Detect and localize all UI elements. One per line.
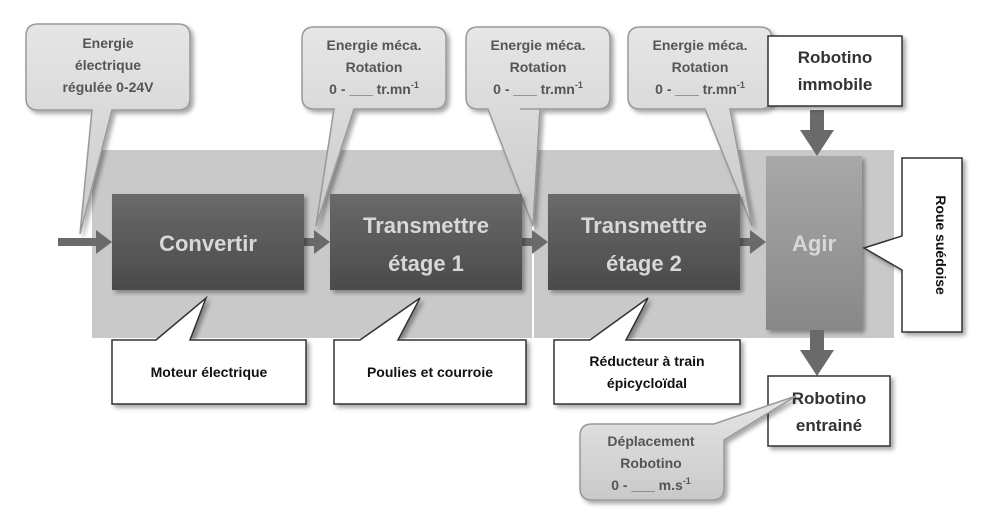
arrow-state-in xyxy=(800,110,834,156)
callout-after-stage1 xyxy=(465,26,611,227)
arrow-state-out xyxy=(800,330,834,376)
function-stage1-label-line1: Transmettre xyxy=(363,213,489,238)
function-convert-label: Convertir xyxy=(159,231,257,256)
callout-stage2-line1: Energie méca. xyxy=(653,37,748,53)
component-reducer-line2: épicycloïdal xyxy=(607,375,687,391)
callout-pulleys xyxy=(333,297,527,405)
function-box-convert xyxy=(112,194,304,290)
component-reducer-line1: Réducteur à train xyxy=(589,353,704,369)
state-immobile-line2: immobile xyxy=(798,75,873,94)
flow-arrow-stage2-act xyxy=(740,230,766,254)
callout-wheel xyxy=(862,157,963,333)
function-box-stage1 xyxy=(330,194,522,290)
function-box-act xyxy=(766,156,862,330)
callout-stage1-line1: Energie méca. xyxy=(491,37,586,53)
callout-output-line2: Robotino xyxy=(620,455,681,471)
component-motor-label: Moteur électrique xyxy=(151,364,268,380)
function-stage1-label-line2: étage 1 xyxy=(388,251,464,276)
callout-after-convert xyxy=(301,26,447,227)
state-immobile-line1: Robotino xyxy=(798,48,873,67)
function-box-stage2 xyxy=(548,194,740,290)
component-wheel-label: Roue suédoise xyxy=(933,195,949,295)
callout-input-line3: régulée 0-24V xyxy=(62,79,154,95)
callout-input-line1: Energie xyxy=(82,35,134,51)
callout-input-energy xyxy=(25,23,191,235)
state-box-driven xyxy=(767,375,891,447)
callout-convert-line3: 0 - ___ tr.mn-1 xyxy=(329,80,419,97)
callout-output-line3: 0 - ___ m.s-1 xyxy=(611,476,691,493)
callout-reducer xyxy=(553,297,741,405)
state-box-immobile xyxy=(767,35,903,107)
component-pulleys-label: Poulies et courroie xyxy=(367,364,493,380)
function-stage2-label-line1: Transmettre xyxy=(581,213,707,238)
callout-convert-line1: Energie méca. xyxy=(327,37,422,53)
function-stage2-label-line2: étage 2 xyxy=(606,251,682,276)
state-driven-line2: entrainé xyxy=(796,416,862,435)
callout-convert-line2: Rotation xyxy=(346,59,403,75)
callout-output-line1: Déplacement xyxy=(607,433,694,449)
callout-after-stage2 xyxy=(627,26,773,227)
callout-output-displacement xyxy=(579,395,797,501)
callout-motor xyxy=(111,295,307,405)
callout-stage2-line3: 0 - ___ tr.mn-1 xyxy=(655,80,745,97)
flow-arrow-stage1-stage2 xyxy=(522,230,548,254)
callout-stage2-line2: Rotation xyxy=(672,59,729,75)
callout-input-line2: électrique xyxy=(75,57,141,73)
flow-arrow-input xyxy=(58,230,112,254)
function-act-label: Agir xyxy=(792,231,836,256)
callout-stage1-line3: 0 - ___ tr.mn-1 xyxy=(493,80,583,97)
flow-arrow-convert-stage1 xyxy=(304,230,330,254)
callout-stage1-line2: Rotation xyxy=(510,59,567,75)
state-driven-line1: Robotino xyxy=(792,389,867,408)
